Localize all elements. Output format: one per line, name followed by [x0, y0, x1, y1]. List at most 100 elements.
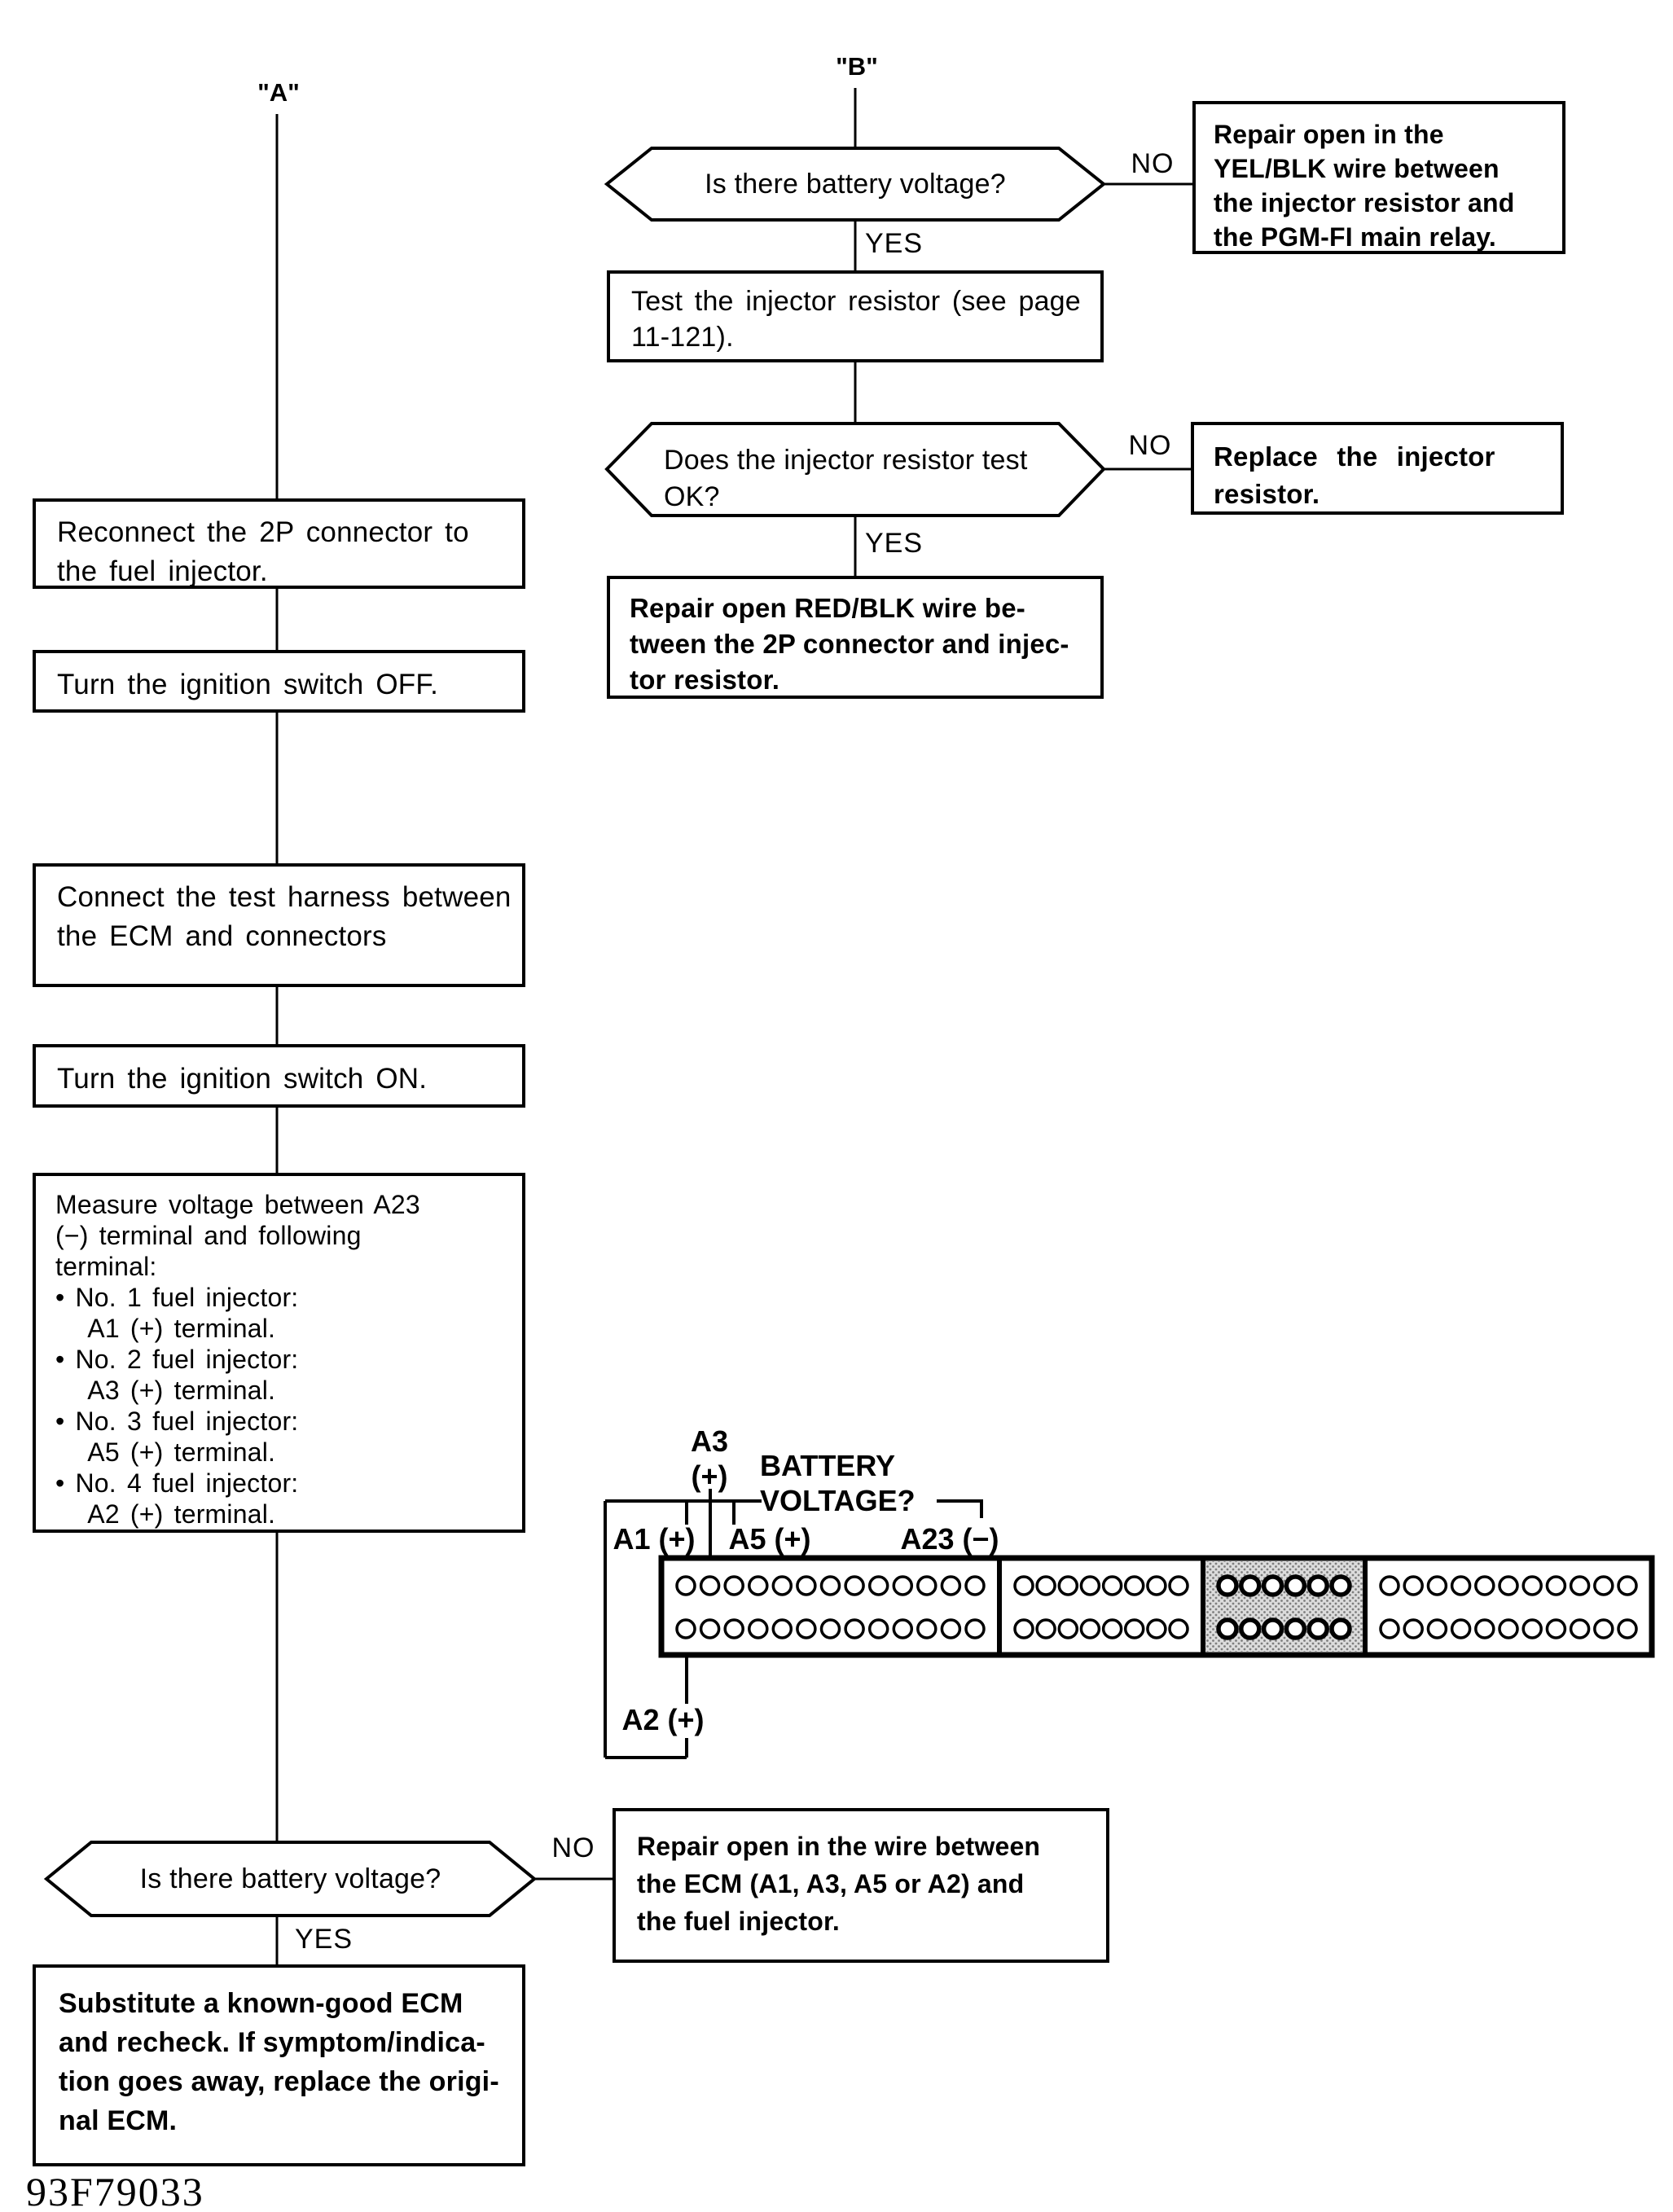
box-ignition-on-text: Turn the ignition switch ON. — [57, 1063, 428, 1095]
connector-pin — [1101, 1575, 1123, 1596]
connector-pin — [723, 1618, 744, 1639]
connector-pin — [1284, 1617, 1307, 1640]
connector-pin — [1261, 1617, 1284, 1640]
ecm-connector-diagram — [658, 1555, 1655, 1658]
connector-pin — [1284, 1574, 1307, 1597]
connector-pin — [916, 1618, 937, 1639]
connector-pin — [1261, 1574, 1284, 1597]
connector-pin — [1057, 1575, 1079, 1596]
box-reconnect-2p-connector-text: Reconnect the 2P connector to the fuel i… — [57, 516, 469, 587]
connector-pin — [844, 1575, 865, 1596]
connector-pin — [771, 1575, 793, 1596]
box-repair-redblk-wire: Repair open RED/BLK wire be- tween the 2… — [607, 576, 1104, 699]
connector-pin — [1426, 1618, 1448, 1639]
connector-pin — [771, 1618, 793, 1639]
label-no-1: NO — [1131, 148, 1175, 179]
ref-label-b: "B" — [836, 52, 878, 81]
label-no-3: NO — [551, 1832, 595, 1863]
branch-b-flow-lines — [854, 88, 1192, 576]
connector-pin — [1545, 1618, 1567, 1639]
decision-battery-voltage-b-label: Is there battery voltage? — [705, 169, 1006, 200]
connector-pin — [1522, 1575, 1543, 1596]
label-no-2: NO — [1128, 430, 1172, 461]
figure-code: 93F79033 — [26, 2169, 204, 2212]
connector-pin — [940, 1618, 962, 1639]
decision-battery-voltage-a-shape — [43, 1841, 538, 1917]
connector-pin — [1216, 1574, 1239, 1597]
connector-pin — [867, 1618, 889, 1639]
connector-pin — [964, 1618, 986, 1639]
connector-pin — [796, 1575, 817, 1596]
connector-pin — [1239, 1574, 1262, 1597]
connector-pin — [1426, 1575, 1448, 1596]
connector-pin — [1168, 1618, 1189, 1639]
connector-pin — [1522, 1618, 1543, 1639]
connector-pin — [1569, 1618, 1591, 1639]
box-ignition-off: Turn the ignition switch OFF. — [33, 650, 525, 713]
box-replace-injector-resistor: Replace the injector resistor. — [1191, 422, 1564, 515]
connector-pin — [819, 1575, 841, 1596]
connector-pin — [1035, 1575, 1056, 1596]
connector-pin — [1329, 1617, 1352, 1640]
box-test-injector-resistor: Test the injector resistor (see page 11-… — [607, 270, 1104, 362]
connector-pin — [1379, 1618, 1400, 1639]
box-repair-yelblk-wire: Repair open in the YEL/BLK wire between … — [1192, 101, 1565, 254]
connector-pin — [699, 1575, 721, 1596]
connector-pin — [1101, 1618, 1123, 1639]
connector-pin — [796, 1618, 817, 1639]
pin-label-a1: A1 (+) — [613, 1522, 696, 1556]
box-repair-ecm-wire: Repair open in the wire between the ECM … — [613, 1808, 1109, 1963]
connector-pin — [1450, 1575, 1472, 1596]
connector-pin — [1545, 1575, 1567, 1596]
connector-pin — [699, 1618, 721, 1639]
decision-battery-voltage-a-label: Is there battery voltage? — [139, 1863, 441, 1894]
connector-pin — [819, 1618, 841, 1639]
box-repair-redblk-wire-text: Repair open RED/BLK wire be- tween the 2… — [630, 593, 1069, 695]
connector-pin — [1123, 1618, 1145, 1639]
connector-pin — [723, 1575, 744, 1596]
connector-pin — [1593, 1575, 1614, 1596]
decision-resistor-ok-shape — [604, 422, 1106, 517]
ref-label-a: "A" — [257, 78, 300, 107]
connector-pin — [1498, 1618, 1519, 1639]
connector-pin — [1306, 1574, 1329, 1597]
connector-pin — [940, 1575, 962, 1596]
box-connect-test-harness-text: Connect the test harness between the ECM… — [57, 881, 512, 952]
pin-label-battery-voltage: BATTERY VOLTAGE? — [760, 1449, 916, 1517]
connector-pin — [1403, 1618, 1424, 1639]
connector-pin — [1146, 1575, 1167, 1596]
box-substitute-ecm-text: Substitute a known-good ECM and recheck.… — [59, 1988, 499, 2136]
connector-pin — [844, 1618, 865, 1639]
connector-pin — [1450, 1618, 1472, 1639]
connector-pin — [675, 1618, 696, 1639]
connector-pin — [1057, 1618, 1079, 1639]
connector-pin — [675, 1575, 696, 1596]
connector-pin — [1474, 1575, 1495, 1596]
connector-pin — [1079, 1575, 1101, 1596]
decision-battery-voltage-b-shape — [604, 147, 1107, 222]
label-yes-3: YES — [295, 1924, 353, 1955]
connector-pin — [1498, 1575, 1519, 1596]
connector-pin — [1013, 1618, 1034, 1639]
connector-pin — [1123, 1575, 1145, 1596]
connector-pin — [1239, 1617, 1262, 1640]
connector-pin — [1593, 1618, 1614, 1639]
connector-pin — [964, 1575, 986, 1596]
connector-pin — [748, 1618, 769, 1639]
connector-pin — [892, 1618, 914, 1639]
connector-pin — [1146, 1618, 1167, 1639]
connector-pin — [1329, 1574, 1352, 1597]
box-measure-voltage-text: Measure voltage between A23 (−) terminal… — [55, 1190, 420, 1529]
connector-pin — [1403, 1575, 1424, 1596]
box-ignition-off-text: Turn the ignition switch OFF. — [57, 669, 438, 700]
label-yes-1: YES — [865, 228, 924, 259]
connector-pin — [1569, 1575, 1591, 1596]
connector-pin — [1035, 1618, 1056, 1639]
connector-pin — [867, 1575, 889, 1596]
pin-label-a23: A23 (−) — [900, 1522, 999, 1556]
pin-label-a2: A2 (+) — [621, 1703, 705, 1736]
pin-label-a3: A3 (+) — [690, 1424, 729, 1493]
connector-pin — [1474, 1618, 1495, 1639]
decision-resistor-ok-label: Does the injector resistor test OK? — [664, 445, 1028, 512]
